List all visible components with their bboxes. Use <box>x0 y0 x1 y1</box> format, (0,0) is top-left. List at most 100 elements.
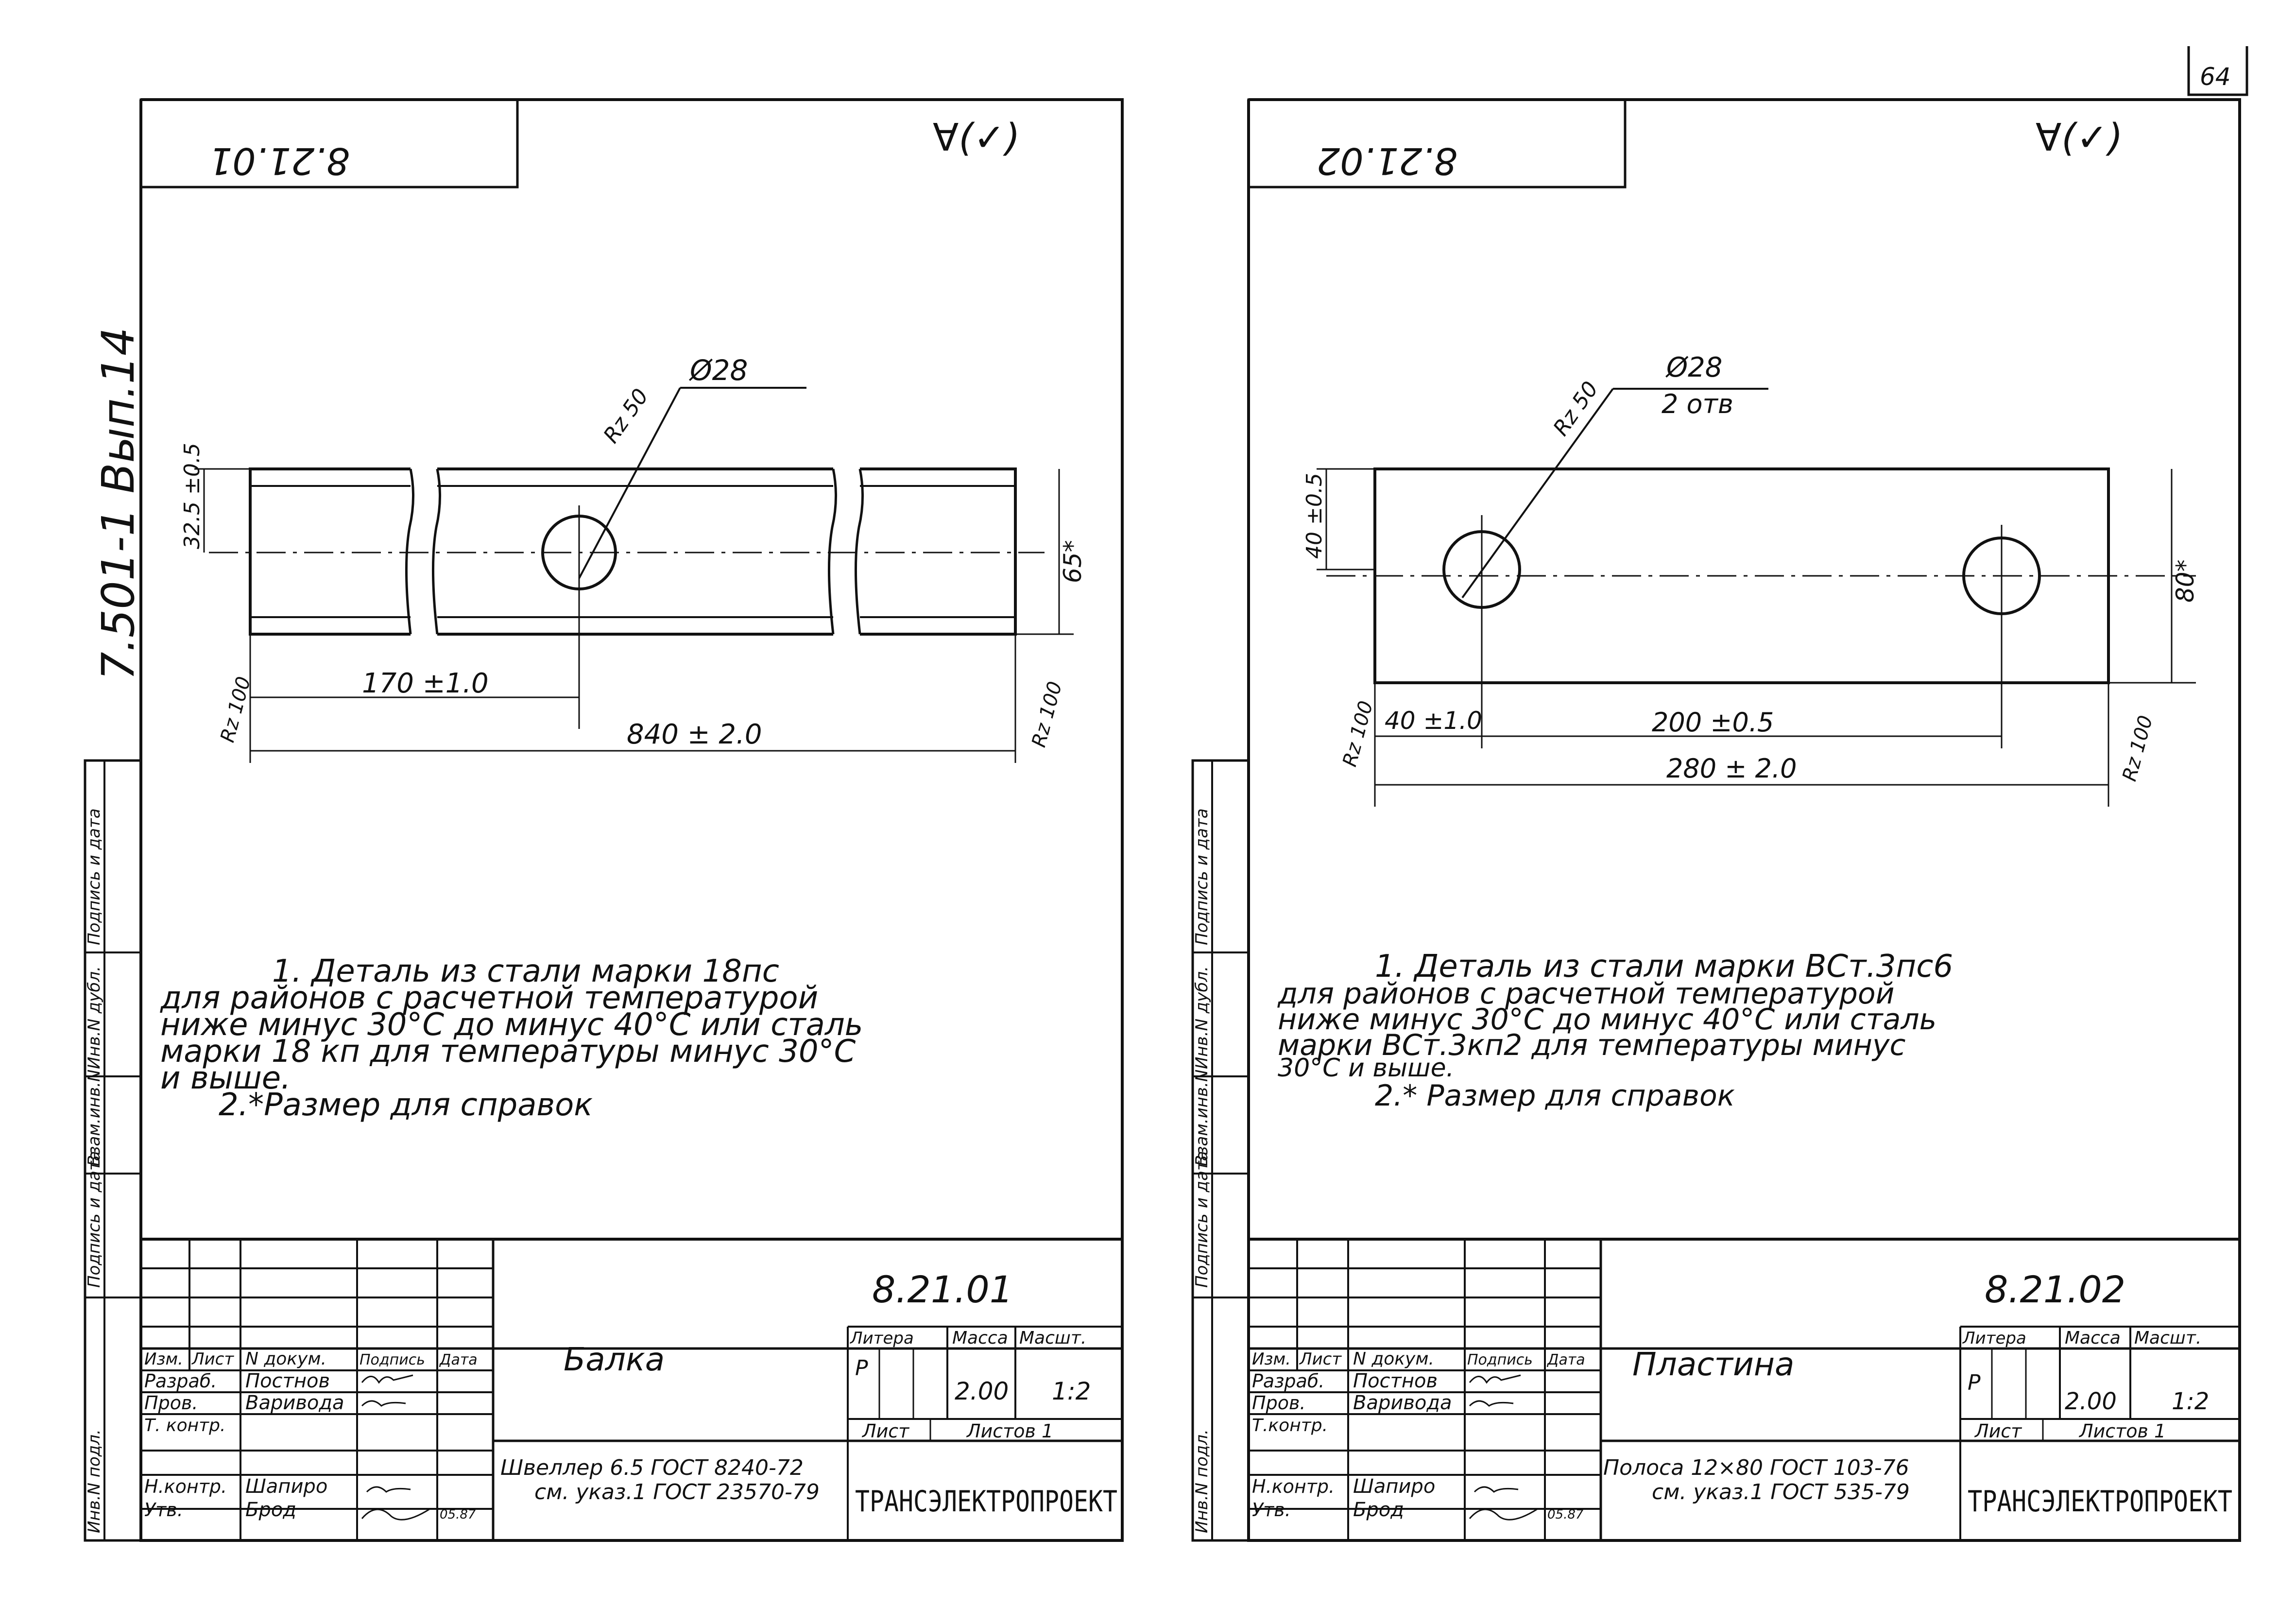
tb-material-2-left: см. указ.1 ГОСТ 23570-79 <box>534 1480 820 1504</box>
part-drawing-left: Ø28 Rz 50 32.5 ±0.5 65* 170 ±1.0 840 ± 2… <box>180 354 1087 763</box>
tb-person-6-left: Брод <box>245 1499 296 1521</box>
edge-dist-right: 40 ±1.0 <box>1385 707 1482 735</box>
tb-h-date-left: Дата <box>439 1351 478 1368</box>
edge-dist-left: 170 ±1.0 <box>362 668 489 699</box>
tb-code-right: 8.21.02 <box>1985 1268 2125 1311</box>
tb-litera-left: Р <box>855 1356 868 1381</box>
tb-org-left: ТРАНСЭЛЕКТРОПРОЕКТ <box>855 1485 1117 1519</box>
tb-org-right: ТРАНСЭЛЕКТРОПРОЕКТ <box>1968 1485 2232 1519</box>
tb-h-doc-left: N докум. <box>245 1349 326 1369</box>
note-left-2: для районов с расчетной температурой <box>160 980 818 1016</box>
rz-right-left: Rz 100 <box>1028 679 1066 750</box>
signature-2-left <box>361 1400 406 1407</box>
sheet-right: Инв.N подл. Подпись и дата Взам.инв.N Ин… <box>1191 98 2241 1542</box>
side-label-4: Инв.N дубл. <box>85 966 104 1069</box>
signature-1-left <box>361 1374 413 1384</box>
tb-mass-label-right: Масса <box>2065 1328 2121 1348</box>
right-height-left: 65* <box>1059 540 1087 583</box>
note-left-6: 2.*Размер для справок <box>219 1087 593 1123</box>
tb-h-doc-right: N докум. <box>1353 1349 1434 1369</box>
tb-mass-left: 2.00 <box>955 1377 1009 1405</box>
side-label-r4: Инв.N дубл. <box>1192 966 1212 1069</box>
between-right: 200 ±0.5 <box>1652 707 1774 738</box>
tb-sheet-label-left: Лист <box>861 1420 910 1442</box>
tb-name-right: Пластина <box>1632 1346 1794 1383</box>
tb-scale-left: 1:2 <box>1052 1377 1091 1405</box>
tb-role-6-right: Утв. <box>1252 1499 1291 1521</box>
tb-scale-label-left: Масшт. <box>1019 1328 1086 1348</box>
tb-person-2-right: Варивода <box>1353 1392 1452 1414</box>
tb-h-list-left: Лист <box>191 1349 234 1369</box>
note-right-2: для районов с расчетной температурой <box>1277 977 1895 1011</box>
signature-4-right <box>1469 1508 1538 1521</box>
left-height-left: 32.5 ±0.5 <box>180 443 205 549</box>
note-right-3: ниже минус 30°С до минус 40°С или сталь <box>1278 1003 1936 1037</box>
side-label-r1: Инв.N подл. <box>1192 1429 1212 1533</box>
page-number-box: 64 <box>2187 46 2248 96</box>
tb-date-left: 05.87 <box>440 1507 476 1522</box>
roughness-right: ∀(✓) <box>2036 116 2123 160</box>
side-label-r3: Взам.инв.N <box>1192 1070 1212 1166</box>
tb-role-3-left: Т. контр. <box>144 1416 225 1435</box>
roughness-left: ∀(✓) <box>933 116 1020 160</box>
tb-material-1-left: Швеллер 6.5 ГОСТ 8240-72 <box>500 1455 804 1480</box>
tb-person-2-left: Варивода <box>245 1392 344 1414</box>
tb-sheet-label-right: Лист <box>1974 1420 2022 1442</box>
tb-h-izm-left: Изм. <box>144 1349 183 1369</box>
tb-role-6-left: Утв. <box>144 1499 183 1521</box>
tb-person-5-right: Шапиро <box>1353 1475 1435 1498</box>
rz-right-right: Rz 100 <box>2118 713 2157 784</box>
tb-role-5-left: Н.контр. <box>144 1476 227 1497</box>
side-label-r2: Подпись и дата <box>1192 1151 1212 1288</box>
title-block-left: 8.21.01 Балка Изм. Лист N докум. Подпись… <box>139 1238 1124 1542</box>
code-mirrored-right: 8.21.02 <box>1317 139 1457 183</box>
tb-role-1-right: Разраб. <box>1252 1370 1324 1392</box>
holes-count-right: 2 отв <box>1662 389 1733 419</box>
note-right-1: 1. Деталь из стали марки ВСт.3пс6 <box>1375 949 1953 985</box>
tb-person-6-right: Брод <box>1353 1499 1404 1521</box>
side-label-r5: Подпись и дата <box>1192 808 1212 945</box>
code-mirrored-left: 8.21.01 <box>209 139 350 183</box>
rz-hole-left: Rz 50 <box>599 384 653 448</box>
signature-1-right <box>1469 1374 1521 1384</box>
note-right-6: 2.* Размер для справок <box>1375 1079 1735 1113</box>
tb-mass-label-left: Масса <box>952 1328 1008 1348</box>
right-height-right: 80* <box>2171 559 2199 603</box>
left-height-right: 40 ±0.5 <box>1302 473 1327 559</box>
signature-2-right <box>1469 1400 1514 1407</box>
rz-left-left: Rz 100 <box>216 674 255 745</box>
side-stamp-right: Инв.N подл. Подпись и дата Взам.инв.N Ин… <box>1191 759 1250 1542</box>
tb-h-list-right: Лист <box>1299 1349 1342 1369</box>
signature-3-right <box>1474 1486 1519 1493</box>
side-label-5: Подпись и дата <box>85 808 104 945</box>
note-left-5: и выше. <box>160 1060 291 1096</box>
tb-person-1-right: Постнов <box>1353 1370 1438 1392</box>
tb-h-izm-right: Изм. <box>1252 1349 1291 1369</box>
signature-4-left <box>361 1508 430 1521</box>
page-number: 64 <box>2200 63 2231 91</box>
note-right-5: 30°С и выше. <box>1278 1054 1454 1083</box>
note-left-3: ниже минус 30°С до минус 40°С или сталь <box>160 1007 863 1043</box>
tb-role-2-left: Пров. <box>144 1392 198 1414</box>
hole-dim-right: Ø28 <box>1665 352 1722 383</box>
side-label-3: Взам.инв.N <box>85 1070 104 1166</box>
tb-role-1-left: Разраб. <box>144 1370 217 1392</box>
tb-name-left: Балка <box>564 1341 665 1378</box>
tb-material-2-right: см. указ.1 ГОСТ 535-79 <box>1652 1480 1910 1504</box>
note-left-1: 1. Деталь из стали марки 18пс <box>272 953 779 989</box>
tb-role-3-right: Т.контр. <box>1252 1416 1328 1435</box>
tb-material-1-right: Полоса 12×80 ГОСТ 103-76 <box>1603 1455 1909 1480</box>
notes-right: 1. Деталь из стали марки ВСт.3пс6 для ра… <box>1277 949 1953 1113</box>
tb-mass-right: 2.00 <box>2065 1388 2117 1415</box>
tb-litera-right: Р <box>1968 1370 1981 1395</box>
tb-person-5-left: Шапиро <box>245 1475 327 1498</box>
tb-h-sign-right: Подпись <box>1467 1351 1533 1368</box>
tb-litera-label-right: Литера <box>1962 1329 2026 1348</box>
notes-left: 1. Деталь из стали марки 18пс для районо… <box>160 953 863 1123</box>
tb-h-date-right: Дата <box>1546 1351 1585 1368</box>
side-label-1: Инв.N подл. <box>85 1429 104 1533</box>
tb-scale-label-right: Масшт. <box>2134 1328 2201 1348</box>
note-right-4: марки ВСт.3кп2 для температуры минус <box>1278 1028 1906 1062</box>
tb-code-left: 8.21.01 <box>872 1268 1013 1311</box>
